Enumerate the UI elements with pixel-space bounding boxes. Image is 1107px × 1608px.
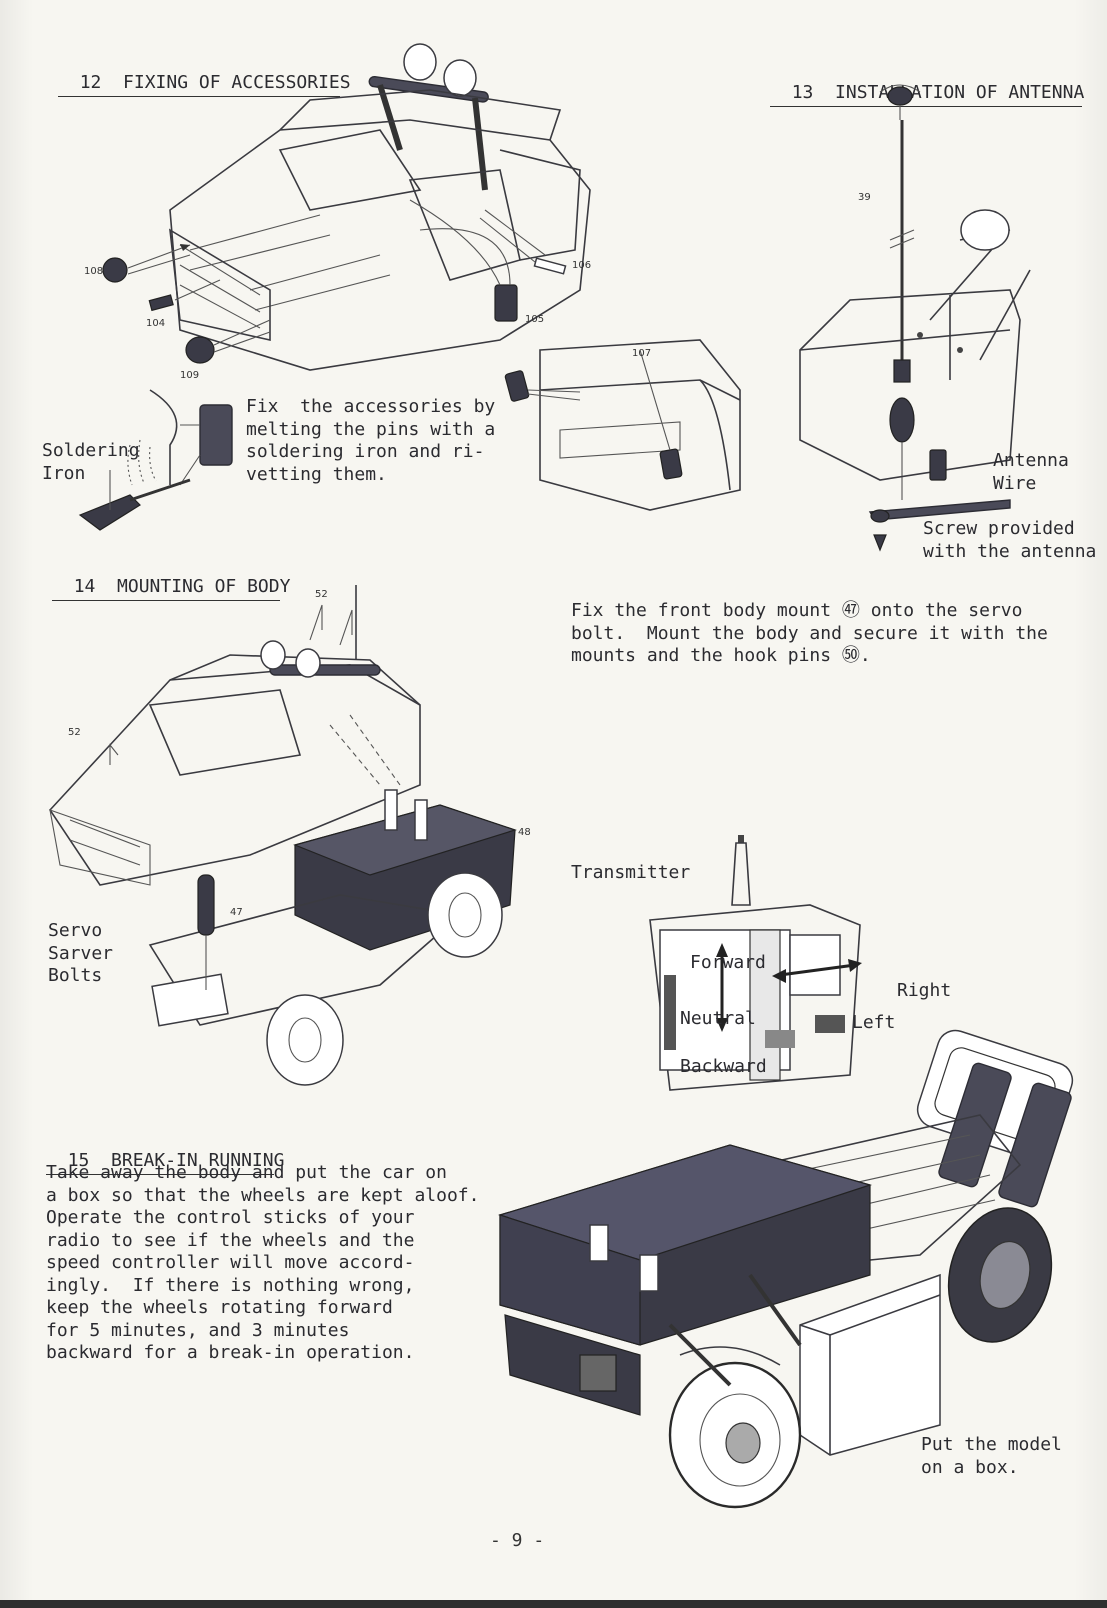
- page-bottom-edge: [0, 1600, 1107, 1608]
- soldering-iron-label: Soldering Iron: [42, 440, 140, 484]
- transmitter-label: Transmitter: [571, 862, 691, 883]
- part-52-left-label: 52: [68, 727, 81, 738]
- backward-label: Backward: [680, 1056, 767, 1077]
- part-106-label: 106: [572, 260, 591, 271]
- soldering-iron-illustration: [78, 389, 233, 531]
- forward-label: Forward: [690, 952, 766, 973]
- antenna-diagram: 39: [799, 84, 1031, 552]
- part-52-top-label: 52: [315, 589, 328, 600]
- right-label: Right: [897, 980, 952, 1001]
- accessories-diagram: 108 104 109 106 105: [84, 43, 591, 381]
- section-12-heading: 12 FIXING OF ACCESSORIES: [58, 50, 351, 119]
- body-mounting-diagram: 52 52 48 47: [48, 585, 531, 1086]
- part-107-label: 107: [632, 348, 651, 359]
- page-number: - 9 -: [490, 1530, 545, 1551]
- part-47-label: 47: [230, 907, 243, 918]
- section-14-heading: 14 MOUNTING OF BODY: [52, 554, 290, 623]
- antenna-wire-label: Antenna Wire: [993, 450, 1069, 494]
- neutral-label: Neutral: [680, 1008, 756, 1029]
- rear-taillight-diagram: 107: [504, 339, 741, 511]
- put-model-on-box-label: Put the model on a box.: [921, 1434, 1062, 1478]
- transmitter-illustration: [649, 835, 862, 1091]
- part-104-label: 104: [146, 318, 165, 329]
- servo-saver-label: Servo Sarver Bolts: [48, 920, 114, 986]
- break-in-car-diagram: [497, 1029, 1074, 1509]
- screw-provided-label: Screw provided with the antenna: [923, 518, 1097, 562]
- left-label: Left: [852, 1012, 896, 1033]
- part-39-label: 39: [858, 192, 871, 203]
- part-105-label: 105: [525, 314, 544, 325]
- section-15-heading: 15 BREAK-IN RUNNING: [46, 1128, 284, 1197]
- part-109-label: 109: [180, 370, 199, 381]
- break-in-instruction: Take away the body and put the car on a …: [46, 1162, 480, 1363]
- fix-accessories-instruction: Fix the accessories by melting the pins …: [246, 396, 496, 485]
- part-48-label: 48: [518, 827, 531, 838]
- mounting-instruction: Fix the front body mount ㊼ onto the serv…: [571, 600, 1048, 666]
- part-108-label: 108: [84, 266, 103, 277]
